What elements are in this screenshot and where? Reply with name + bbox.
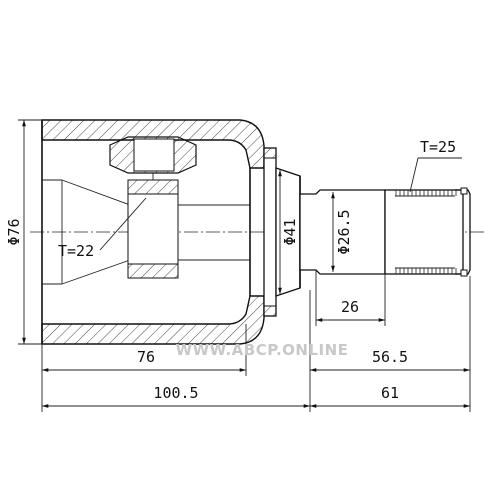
spline-teeth-top	[395, 190, 457, 196]
label-t25: T=25	[420, 138, 456, 156]
spider-body-hatch-top	[127, 179, 179, 195]
flange-ring-1	[263, 147, 277, 317]
splined-shaft	[384, 157, 471, 277]
label-t22: T=22	[58, 242, 94, 260]
label-1005: 100.5	[153, 384, 198, 402]
label-phi265: Φ26.5	[335, 209, 353, 254]
watermark: WWW.ABCP.ONLINE	[176, 341, 349, 359]
cavity-line	[61, 259, 131, 285]
label-26: 26	[341, 298, 359, 316]
housing	[41, 119, 265, 345]
shaft-body	[384, 189, 464, 275]
flange-ring-hatch-b	[263, 305, 277, 317]
circlip-bottom	[460, 269, 468, 277]
t25-leader	[409, 157, 419, 193]
spline-teeth-bottom	[395, 268, 457, 274]
circlip-top	[460, 187, 468, 195]
flange-ring-hatch	[263, 147, 277, 159]
dimension-lines	[18, 119, 471, 412]
tripod	[99, 136, 197, 279]
label-565: 56.5	[372, 348, 408, 366]
housing-bottom-wall	[41, 295, 265, 345]
flange	[263, 147, 386, 317]
spider-body	[127, 193, 179, 265]
label-76: 76	[137, 348, 155, 366]
label-phi76: Φ76	[5, 218, 23, 245]
cavity-line	[61, 179, 131, 206]
spider-body-hatch-bottom	[127, 263, 179, 279]
t22-leader	[99, 197, 147, 251]
label-61: 61	[381, 384, 399, 402]
label-phi41: Φ41	[281, 218, 299, 245]
